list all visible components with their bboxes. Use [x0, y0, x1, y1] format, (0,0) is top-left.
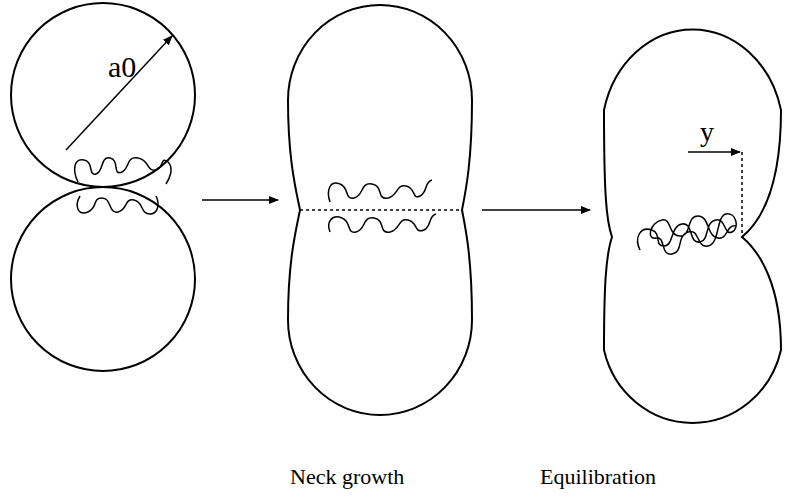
stage-caption: Equilibration	[540, 466, 656, 488]
radius-label: a0	[108, 52, 136, 82]
neck-radius-label: y	[700, 118, 714, 146]
stage-caption: Neck growth	[290, 466, 404, 488]
